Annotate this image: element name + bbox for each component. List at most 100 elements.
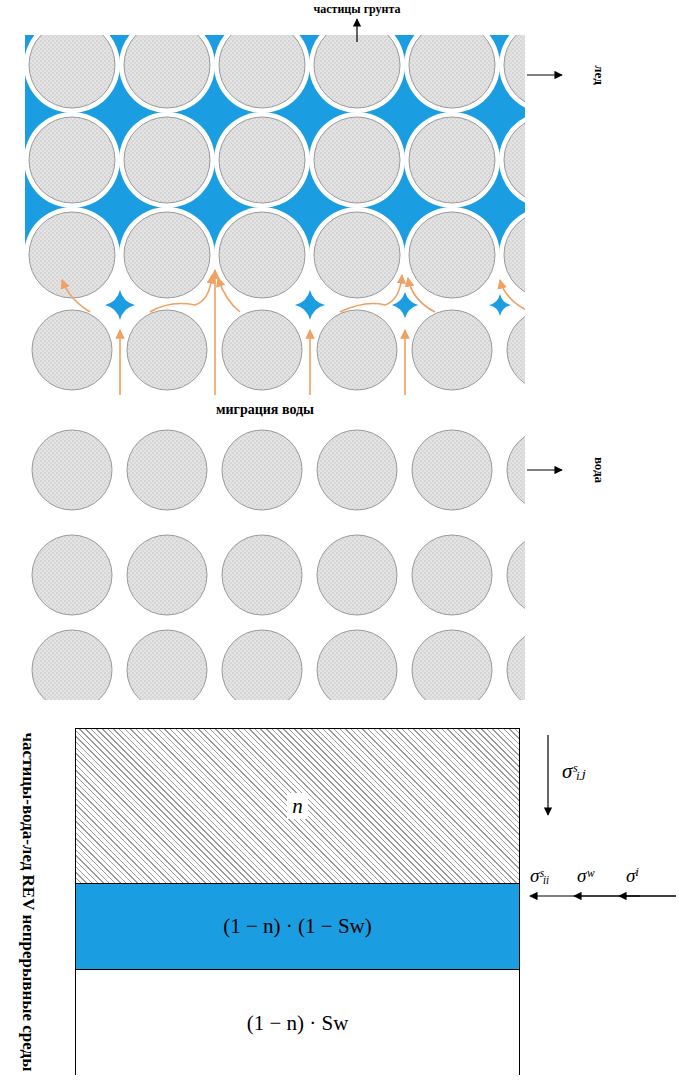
band-formula: (1 − n) · Sw [242,1010,354,1036]
soil-particle [124,212,210,298]
soil-particle [32,630,112,700]
soil-particle [127,535,207,615]
water-film [502,625,525,700]
water-film [119,112,215,208]
soil-particle [222,630,302,700]
water-film [312,425,402,515]
stress-symbol: σⁱ [626,866,639,887]
water-migration-arrows [62,270,525,395]
water-film [404,112,500,208]
soil-particle [219,212,305,298]
water-film [27,625,117,700]
soil-particle [32,310,112,390]
stress-symbol: σˢᵢᵢ [530,866,549,887]
water-film [407,625,497,700]
particle-label: частицы грунта [313,3,400,16]
soil-particle [127,630,207,700]
water-film [27,305,117,395]
water-film [122,305,212,395]
water-film [499,112,525,208]
water-film [217,425,307,515]
soil-particle [504,117,525,203]
soil-particle [409,35,495,108]
soil-particle [222,535,302,615]
soil-particle [507,630,525,700]
water-film [502,530,525,620]
migration-label: миграция воды [212,402,318,417]
soil-particle [317,310,397,390]
soil-particle [317,630,397,700]
soil-particle [317,535,397,615]
water-film [122,625,212,700]
water-film [25,207,120,303]
soil-particle [412,310,492,390]
water-film [404,207,500,303]
soil-particle [504,212,525,298]
soil-particle [314,212,400,298]
water-film [217,530,307,620]
soil-particle [507,535,525,615]
leader-lines [357,19,562,470]
band-formula: (1 − n) · (1 − Sw) [218,913,377,939]
water-film [502,425,525,515]
water-film [27,530,117,620]
phase-band: (1 − n) · (1 − Sw) [76,883,519,969]
soil-particle [32,535,112,615]
soil-particle [222,310,302,390]
water-film [312,530,402,620]
water-film [27,425,117,515]
water-film [407,530,497,620]
soil-illustration [0,0,679,720]
soil-particle [127,430,207,510]
soil-particle [507,430,525,510]
band-formula: n [287,793,308,819]
soil-particle [222,430,302,510]
soil-particle [219,35,305,108]
water-film [407,305,497,395]
water-film [502,305,525,395]
water-film [122,425,212,515]
soil-particle [317,430,397,510]
water-film [214,112,310,208]
water-film [119,207,215,303]
water-film [499,35,525,113]
soil-particle [29,117,115,203]
soil-particle [29,35,115,108]
rev-box: частицы-вода-лед REV непрерывные средыn(… [75,728,520,1075]
water-film [312,625,402,700]
stress-symbol: σˢᵢⱼ [562,760,586,783]
water-film [25,35,120,113]
water-film [309,112,405,208]
soil-particle [314,35,400,108]
water-film [407,425,497,515]
soil-particle [504,35,525,108]
phase-band: n [76,729,519,883]
soil-particle [314,117,400,203]
soil-particle [507,310,525,390]
water-film [309,207,405,303]
water-film [214,35,310,113]
water-film [309,35,405,113]
side-title: частицы-вода-лед REV непрерывные среды [19,732,38,1071]
water-film [217,625,307,700]
soil-particle [124,117,210,203]
phase-band: (1 − n) · Sw [76,969,519,1076]
soil-particle [124,35,210,108]
soil-particle [32,430,112,510]
water-film [404,35,500,113]
soil-particle [29,212,115,298]
soil-particle [409,117,495,203]
soil-particle [412,630,492,700]
soil-particle [127,310,207,390]
water-film [119,35,215,113]
water-film [312,305,402,395]
soil-particle [412,430,492,510]
ice-label: лед [592,65,606,84]
water-film [25,112,120,208]
soil-particle [412,535,492,615]
water-film [214,207,310,303]
water-label: вода [592,457,606,483]
soil-particle [409,212,495,298]
soil-particle [219,117,305,203]
stress-symbol: σʷ [577,866,594,887]
